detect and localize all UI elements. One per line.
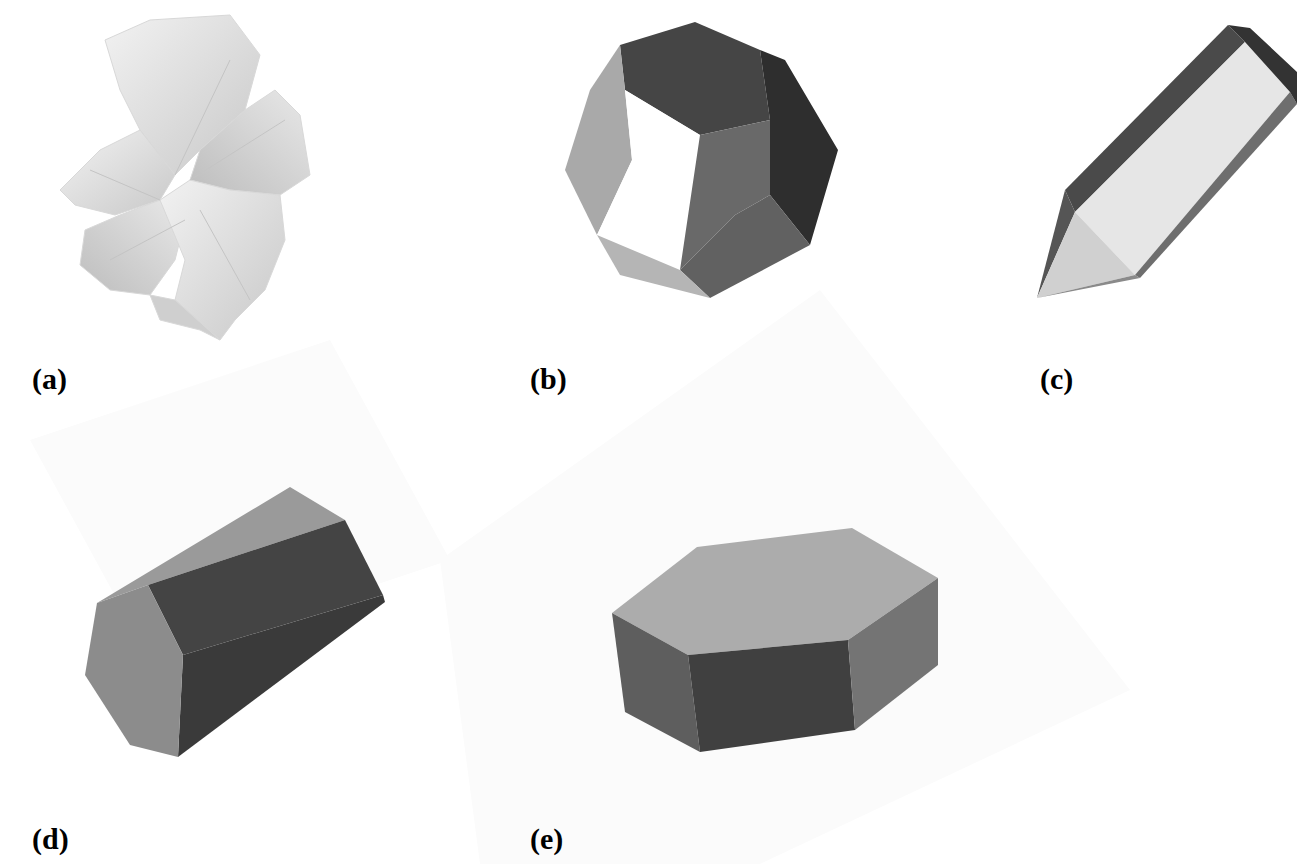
crystal-cluster xyxy=(60,15,310,340)
background-panel xyxy=(30,340,450,660)
hexagonal-prism xyxy=(85,487,385,757)
background-panel xyxy=(440,290,1130,864)
panel-label: (c) xyxy=(1040,362,1073,396)
panel-label: (d) xyxy=(32,822,69,856)
prismatic-crystal xyxy=(1037,25,1297,298)
panel-label: (e) xyxy=(530,822,563,856)
panel-label: (b) xyxy=(530,362,567,396)
panel-label: (a) xyxy=(32,362,67,396)
polyhedron-crystal xyxy=(565,22,838,298)
tabular-prism xyxy=(612,528,938,752)
